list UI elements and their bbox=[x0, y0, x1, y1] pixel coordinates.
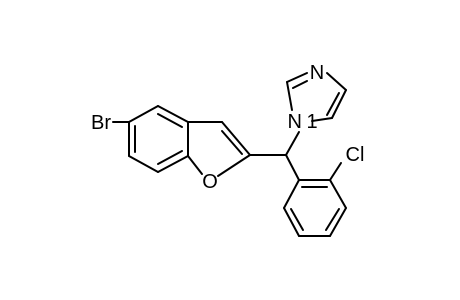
bond-double-inner bbox=[157, 113, 183, 128]
bond bbox=[283, 207, 300, 237]
bond bbox=[157, 105, 189, 123]
bond bbox=[157, 155, 189, 173]
bond bbox=[311, 117, 333, 122]
bond-double-inner bbox=[290, 208, 304, 231]
bond bbox=[128, 155, 159, 173]
bond-c-cl bbox=[329, 162, 342, 181]
atom-label-br: Br bbox=[91, 112, 111, 134]
bond bbox=[331, 89, 347, 119]
bond bbox=[329, 179, 347, 209]
bond bbox=[128, 105, 159, 123]
bond bbox=[286, 81, 293, 111]
bond bbox=[283, 179, 300, 209]
bond bbox=[221, 121, 251, 156]
bond-double-inner bbox=[157, 150, 183, 165]
atom-label-o: O bbox=[202, 171, 218, 193]
bond-o-c bbox=[187, 155, 203, 175]
bond-double-inner bbox=[292, 80, 308, 89]
bond bbox=[326, 72, 347, 91]
bond-c-n bbox=[285, 131, 300, 156]
bond bbox=[286, 72, 308, 83]
bond-double-inner bbox=[325, 208, 340, 231]
bond bbox=[329, 207, 347, 237]
atom-label-cl: Cl bbox=[346, 144, 365, 166]
bond-c-o bbox=[217, 154, 251, 177]
atom-label-n-imid: N bbox=[288, 111, 302, 133]
bond-double-inner bbox=[326, 92, 340, 116]
atom-label-n-imid-locant: 1 bbox=[306, 111, 317, 133]
bond bbox=[285, 154, 300, 181]
atom-label-n-top: N bbox=[310, 62, 324, 84]
bond-double-inner bbox=[221, 130, 243, 155]
